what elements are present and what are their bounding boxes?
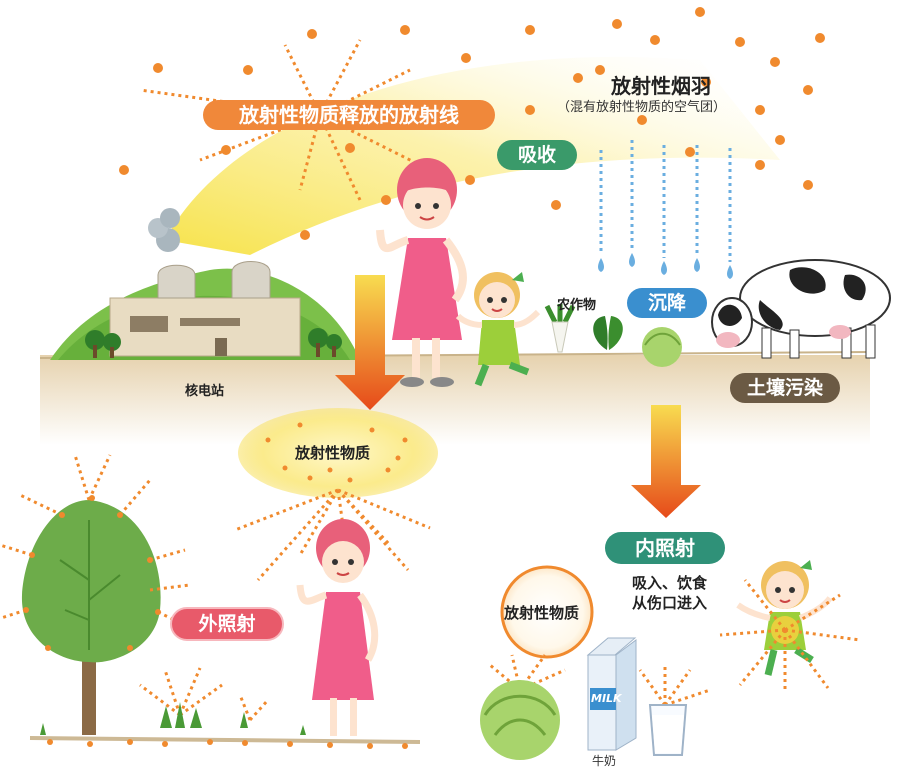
external-exposure-label: 外照射 — [170, 607, 284, 641]
ground-line — [29, 736, 421, 744]
plume-title: 放射性烟羽 — [611, 74, 711, 98]
milk-glass-icon — [648, 704, 688, 756]
smoke-icon — [148, 208, 180, 252]
down-arrow-icon — [631, 405, 701, 518]
crops-label: 农作物 — [557, 298, 597, 313]
plume-subtitle: （混有放射性物质的空气团） — [557, 100, 727, 115]
intake-line1: 吸入、饮食 — [632, 574, 708, 592]
radioactive-material-circle — [500, 565, 594, 659]
milk-carton-icon — [586, 637, 637, 751]
radish-icon — [544, 304, 576, 353]
plume-particles — [119, 7, 825, 240]
internal-exposure-label: 内照射 — [605, 532, 725, 564]
rain-drop-icon — [598, 140, 733, 279]
absorb-label: 吸收 — [497, 140, 577, 170]
tree-icon — [21, 495, 161, 735]
woman-icon — [376, 158, 467, 387]
radioactive-material-circle-label: 放射性物质 — [504, 604, 580, 622]
nuclear-plant-icon — [50, 208, 360, 360]
ground-particles — [47, 739, 408, 749]
nuclear-plant-label: 核电站 — [185, 384, 225, 399]
radiation-release-label: 放射性物质释放的放射线 — [203, 100, 495, 130]
milk-label: 牛奶 — [592, 754, 617, 768]
intake-line2: 从伤口进入 — [632, 594, 708, 612]
plume-band — [165, 56, 780, 255]
down-arrow-icon — [335, 275, 405, 410]
spinach-icon — [593, 316, 623, 350]
cow-icon — [711, 259, 891, 359]
radiation-ray-icon — [139, 667, 270, 722]
ground-strip — [40, 355, 870, 445]
cabbage-icon — [480, 680, 560, 760]
girl-icon — [736, 560, 833, 676]
deposition-label: 沉降 — [627, 288, 707, 318]
radioactive-material-cloud-label: 放射性物质 — [295, 444, 371, 462]
grass — [40, 702, 306, 735]
radiation-ray-icon — [719, 579, 861, 690]
radioactive-cloud — [238, 408, 438, 498]
radiation-ray-icon — [0, 454, 196, 632]
soil-contamination-label: 土壤污染 — [730, 373, 840, 403]
girl-icon — [455, 272, 541, 387]
cabbage-icon — [642, 327, 682, 367]
milk-carton-text: MILK — [591, 692, 622, 705]
woman-icon — [296, 519, 379, 736]
